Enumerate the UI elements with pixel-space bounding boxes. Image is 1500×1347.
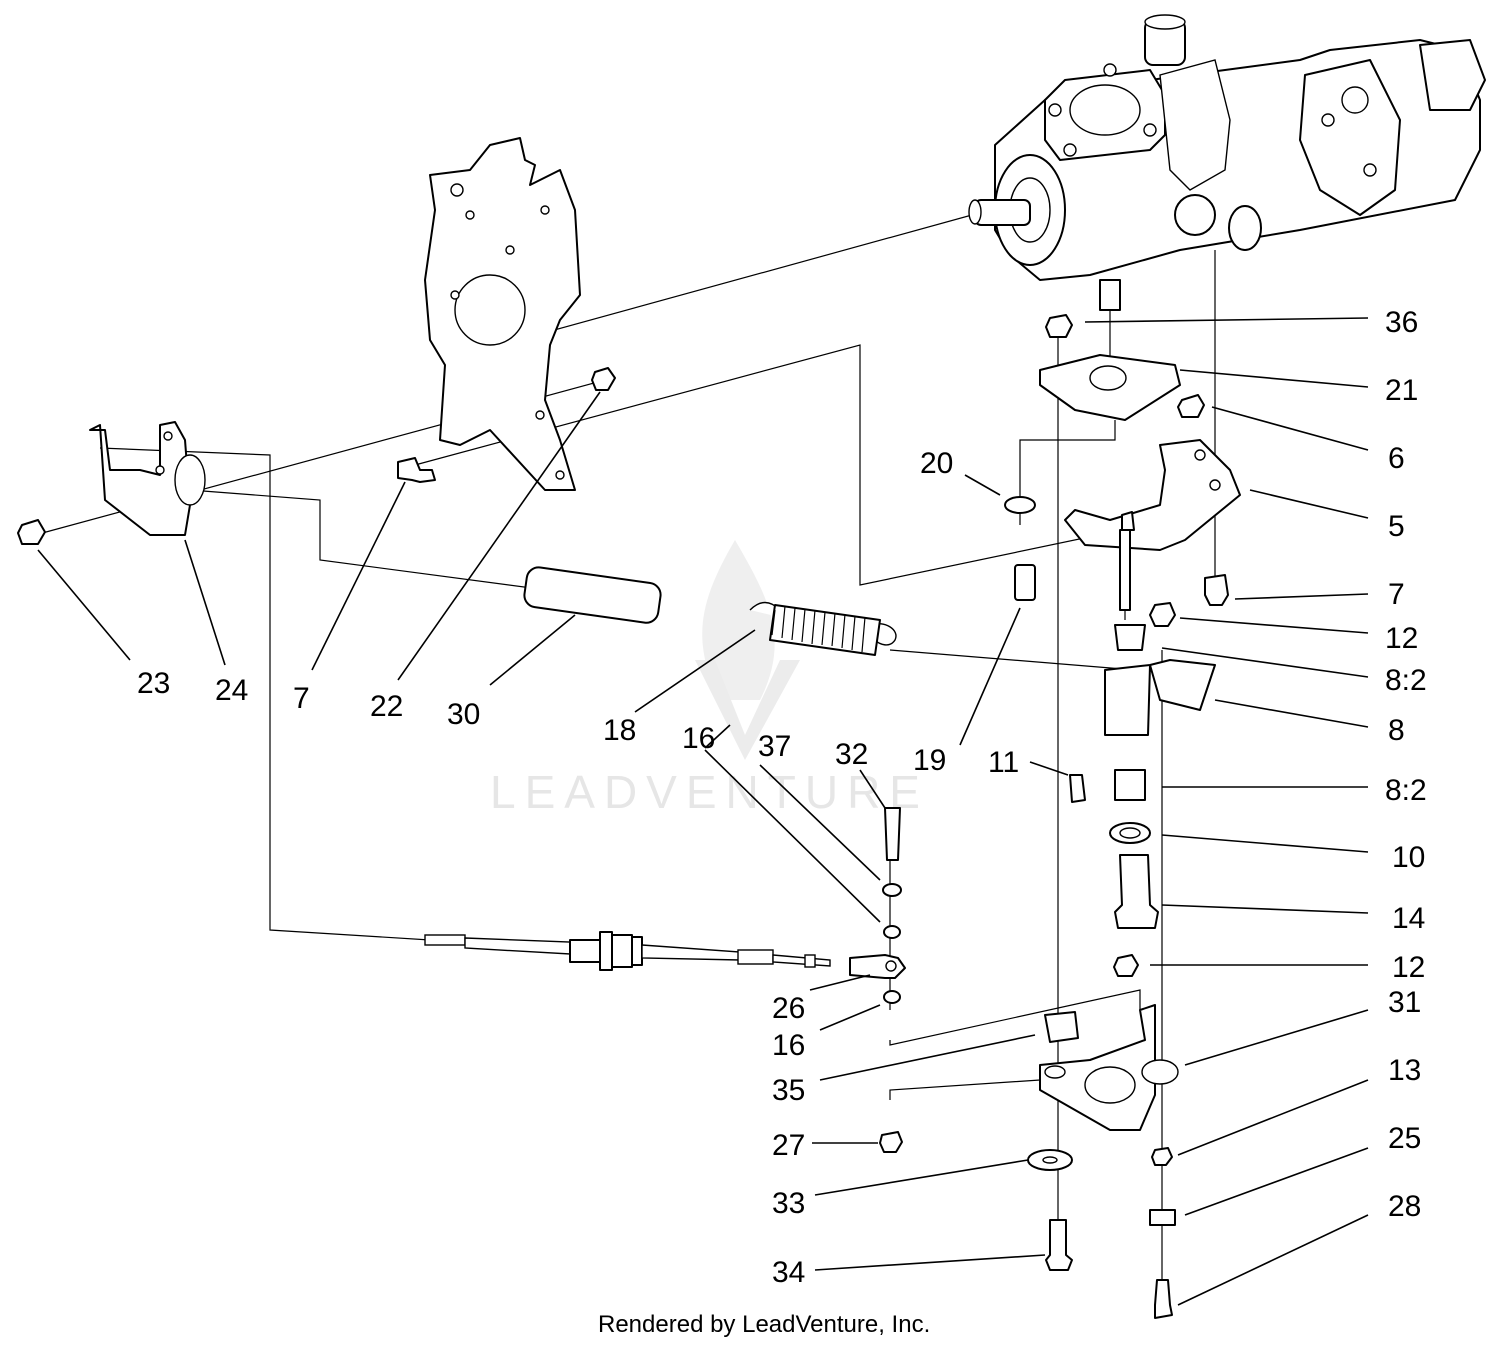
callout-30: 30 — [447, 698, 480, 731]
callout-32: 32 — [835, 738, 868, 771]
callout-36: 36 — [1385, 306, 1418, 339]
callout-10: 10 — [1392, 841, 1425, 874]
callout-33: 33 — [772, 1187, 805, 1220]
control-cable — [424, 807, 906, 1004]
callout-18: 18 — [603, 714, 636, 747]
callout-labels: 36 21 6 20 5 7 12 8:2 8 19 11 8:2 10 14 … — [137, 306, 1427, 1289]
watermark-text: LEADVENTURE — [490, 766, 929, 818]
callout-8: 8 — [1388, 714, 1405, 747]
callout-14: 14 — [1392, 902, 1425, 935]
callout-6: 6 — [1388, 442, 1405, 475]
callout-27: 27 — [772, 1129, 805, 1162]
callout-24: 24 — [215, 674, 248, 707]
callout-7-left: 7 — [293, 682, 310, 715]
callout-28: 28 — [1388, 1190, 1421, 1223]
callout-5: 5 — [1388, 510, 1405, 543]
callout-12-upper: 12 — [1385, 622, 1418, 655]
callout-8-2-lower: 8:2 — [1385, 774, 1427, 807]
footer-credit: Rendered by LeadVenture, Inc. — [598, 1311, 930, 1338]
callout-35: 35 — [772, 1074, 805, 1107]
callout-8-2-upper: 8:2 — [1385, 664, 1427, 697]
callout-13: 13 — [1388, 1054, 1421, 1087]
callout-31: 31 — [1388, 986, 1421, 1019]
bracket-24 — [89, 421, 206, 536]
callout-23: 23 — [137, 667, 170, 700]
callout-16-upper: 16 — [682, 722, 715, 755]
callout-12-lower: 12 — [1392, 951, 1425, 984]
hydraulic-pump — [968, 14, 1486, 311]
callout-11: 11 — [988, 746, 1019, 779]
watermark: LEADVENTURE — [490, 540, 929, 818]
mounting-plate — [424, 137, 581, 491]
assembly-lines — [34, 209, 1216, 1300]
leader-lines — [37, 317, 1369, 1306]
callout-22: 22 — [370, 690, 403, 723]
callout-37: 37 — [758, 730, 791, 763]
callout-16-lower: 16 — [772, 1029, 805, 1062]
callout-34: 34 — [772, 1256, 805, 1289]
hardware-right — [879, 314, 1241, 1319]
callout-26: 26 — [772, 992, 805, 1025]
callout-20: 20 — [920, 447, 953, 480]
hardware-left — [17, 367, 897, 656]
callout-21: 21 — [1385, 374, 1418, 407]
callout-7-right: 7 — [1388, 578, 1405, 611]
callout-25: 25 — [1388, 1122, 1421, 1155]
callout-19: 19 — [913, 744, 946, 777]
